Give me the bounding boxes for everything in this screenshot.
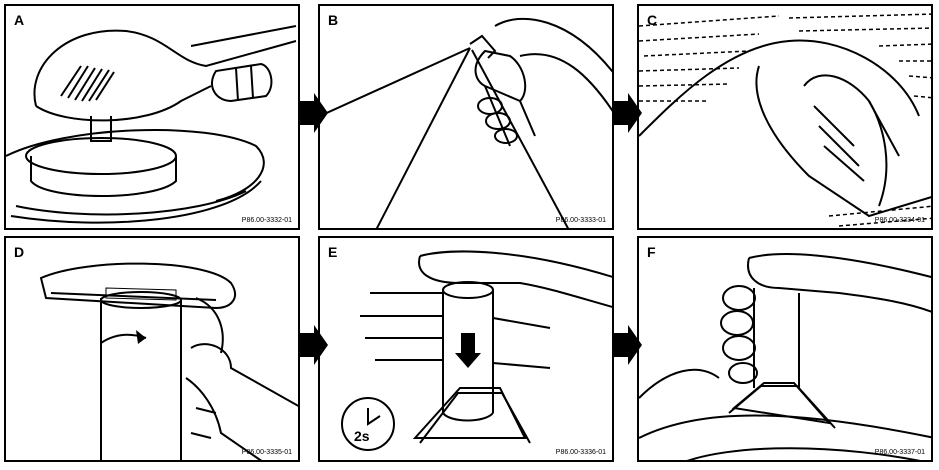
timer-label: 2s [354, 428, 370, 444]
polisher-icon [6, 25, 297, 224]
figure-code: P86.00-3332-01 [241, 217, 292, 224]
next-arrow-icon [614, 93, 642, 133]
spray-can-icon [320, 17, 612, 228]
next-arrow-icon [614, 325, 642, 365]
next-arrow-icon [300, 325, 328, 365]
panel-f: F P86.00-3337-01 [637, 236, 933, 462]
figure-code: P86.00-3335-01 [241, 449, 292, 456]
panel-letter: C [647, 12, 658, 28]
panel-letter: F [647, 244, 656, 260]
panel-c: C P86.00-3334-01 [637, 4, 933, 230]
figure-code: P86.00-3337-01 [874, 449, 925, 456]
panel-e: E P86.00-3336-01 2s [318, 236, 614, 462]
panel-letter: B [328, 12, 339, 28]
panel-letter: D [14, 244, 25, 260]
tube-twist-icon [39, 262, 298, 460]
next-arrow-icon [300, 93, 328, 133]
panel-b: B P86.00-3333-01 [318, 4, 614, 230]
panel-a: A P86.00-3332-01 [4, 4, 300, 230]
panel-d: D P86.00-3335-01 [4, 236, 300, 462]
grip-tube-icon [639, 253, 931, 460]
panel-letter: E [328, 244, 338, 260]
figure-code: P86.00-3334-01 [874, 217, 925, 224]
panel-letter: A [14, 12, 25, 28]
wiping-hand-icon [639, 13, 931, 227]
press-down-icon [341, 250, 612, 451]
figure-code: P86.00-3336-01 [555, 449, 606, 456]
figure-code: P86.00-3333-01 [555, 217, 606, 224]
